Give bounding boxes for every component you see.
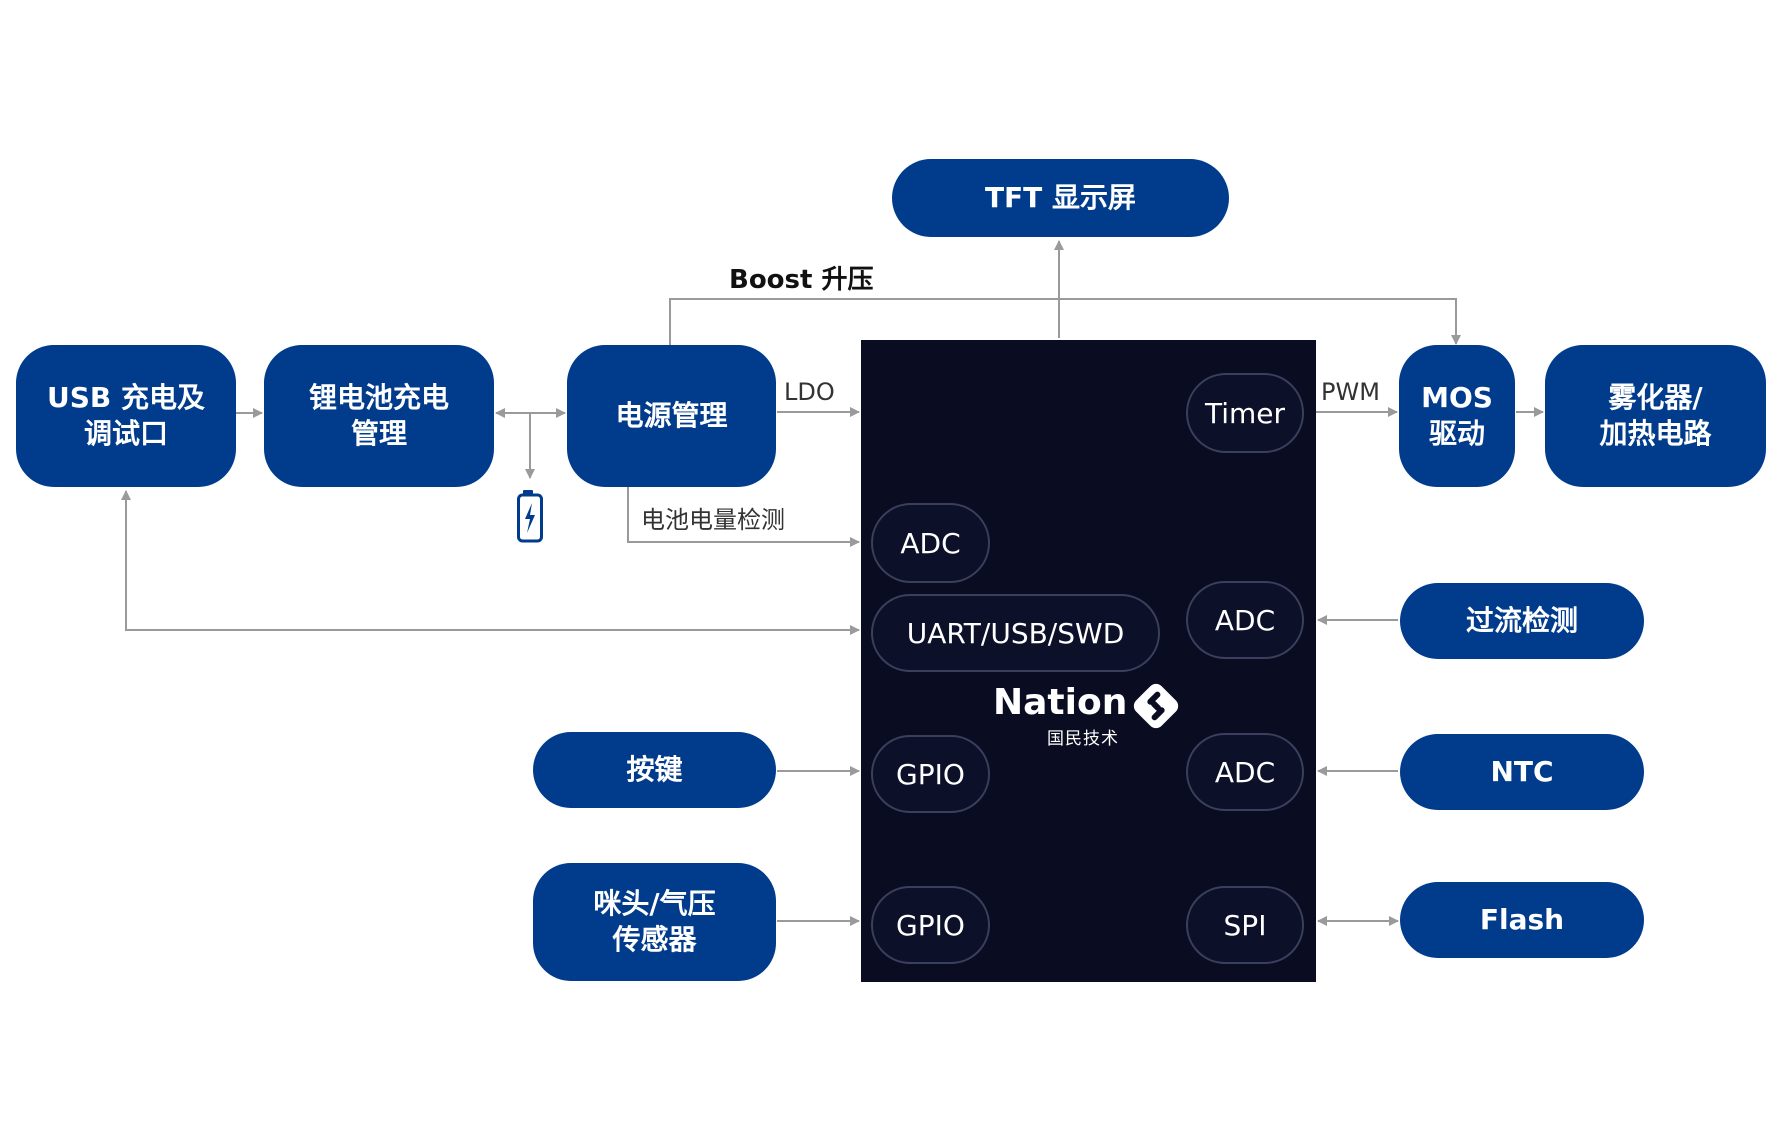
flash-block: Flash — [1400, 882, 1644, 958]
tft-display-block: TFT 显示屏 — [892, 159, 1229, 237]
lithium-charger-block: 锂电池充电 管理 — [264, 345, 494, 487]
atomizer-heater-block: 雾化器/ 加热电路 — [1545, 345, 1766, 487]
logo-sub: 国民技术 — [1047, 729, 1119, 749]
port-uart-usb-swd: UART/USB/SWD — [871, 594, 1160, 672]
wire-boost — [669, 298, 1461, 345]
battery-charging-icon — [517, 490, 543, 543]
port-adc-right-1: ADC — [1186, 581, 1304, 659]
port-adc-left: ADC — [871, 503, 990, 583]
usb-charge-debug-port: USB 充电及 调试口 — [16, 345, 236, 487]
label-battery-detect: 电池电量检测 — [641, 506, 785, 534]
label-ldo: LDO — [784, 378, 835, 406]
mic-pressure-sensor-block: 咪头/气压 传感器 — [533, 863, 776, 981]
label-pwm: PWM — [1321, 378, 1380, 406]
port-adc-right-2: ADC — [1186, 733, 1304, 811]
logo-name: Nation — [993, 682, 1128, 723]
key-block: 按键 — [533, 732, 776, 808]
port-gpio-1: GPIO — [871, 735, 990, 813]
port-timer: Timer — [1186, 373, 1304, 453]
wire-uart-usb — [121, 490, 860, 635]
port-spi: SPI — [1186, 886, 1304, 964]
overcurrent-detect-block: 过流检测 — [1400, 583, 1644, 659]
power-management-block: 电源管理 — [567, 345, 776, 487]
nation-logo-icon — [1133, 683, 1179, 729]
ntc-block: NTC — [1400, 734, 1644, 810]
mos-driver-block: MOS 驱动 — [1399, 345, 1515, 487]
label-boost: Boost 升压 — [729, 265, 874, 295]
port-gpio-2: GPIO — [871, 886, 990, 964]
